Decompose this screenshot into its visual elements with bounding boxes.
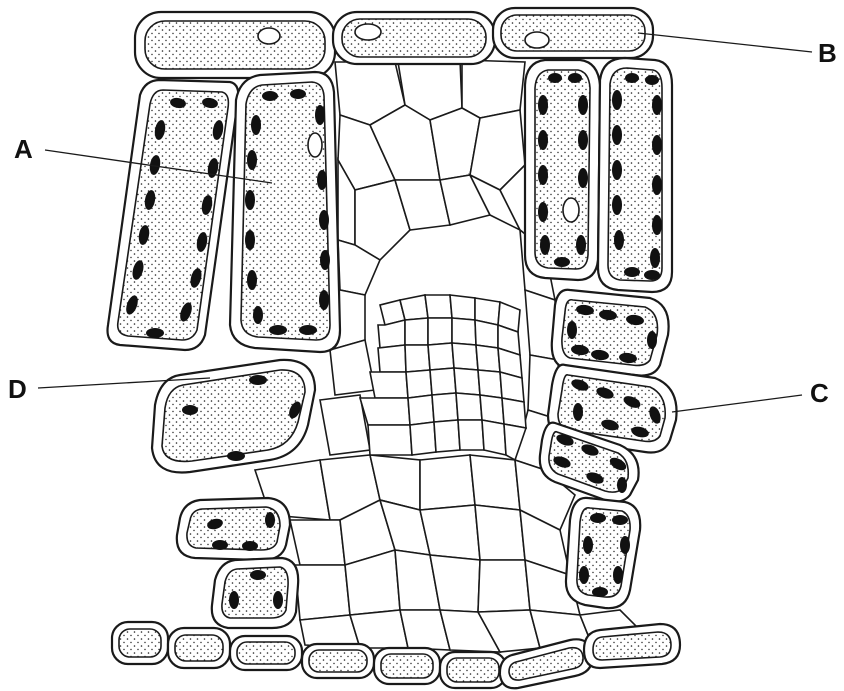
spongy-cell-right-4 [566,498,640,608]
label-b-leader [638,33,812,52]
palisade-cell-right-2 [598,58,672,292]
palisade-cell-left-1 [108,80,239,350]
label-c-leader [672,395,802,412]
label-d: D [8,374,27,404]
vascular-bundle [360,295,526,460]
spongy-cell-left-3 [212,558,298,628]
label-c: C [810,378,829,408]
spongy-cell-left-2 [177,498,290,560]
label-a: A [14,134,33,164]
palisade-cell-left-2 [230,72,340,352]
spongy-cell-left-1 [152,360,315,473]
spongy-cell-right-1 [552,290,669,376]
label-b: B [818,38,837,68]
palisade-cell-right-1 [525,60,600,280]
